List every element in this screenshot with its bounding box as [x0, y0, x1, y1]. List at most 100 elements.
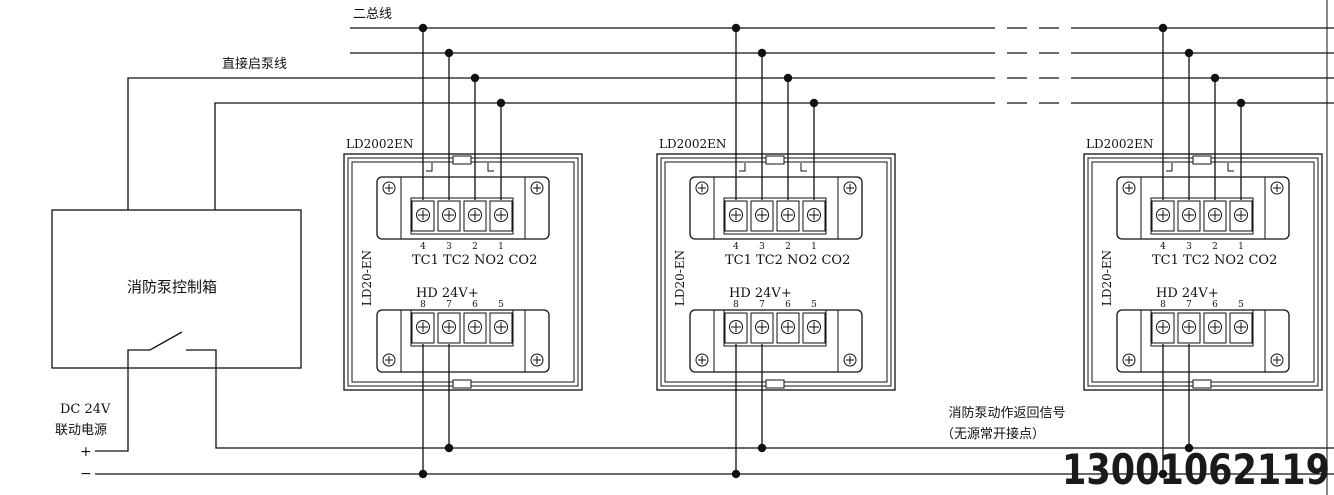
mount-screw-icon [382, 181, 396, 195]
bottom-terminal-block [376, 309, 550, 373]
junction-dot [1158, 469, 1168, 479]
mount-screw-cross [1273, 184, 1281, 192]
terminal-cell [489, 200, 513, 232]
mount-screw-icon [843, 353, 857, 367]
terminal-cell [802, 200, 826, 232]
terminal-number-bottom: 6 [785, 300, 791, 310]
feedback-label-line2: （无源常开接点） [941, 426, 1045, 442]
terminal-number-bottom: 6 [472, 300, 478, 310]
terminal-screw-icon [1208, 208, 1222, 222]
module-outer-frame [1083, 153, 1323, 391]
terminal-screw-icon [807, 208, 821, 222]
pump-start-switch [127, 331, 217, 374]
pump-line-a [127, 77, 350, 210]
terminal-screw-icon [729, 320, 743, 334]
terminal-cell [1151, 200, 1175, 232]
terminal-screw-cross [783, 210, 793, 220]
module-notch-bottom [1192, 379, 1212, 389]
terminal-strip [1150, 197, 1254, 235]
mount-screw-icon [843, 181, 857, 195]
terminal-divider [400, 177, 526, 239]
junction-dot [731, 23, 741, 33]
top-terminal-block [376, 176, 550, 240]
module-outer-frame [656, 153, 896, 391]
bottom-terminal-block [1116, 309, 1290, 373]
terminal-cell [437, 312, 461, 344]
bus-wires [95, 27, 1334, 475]
terminal-screw-cross [783, 322, 793, 332]
mount-screw-icon [1122, 353, 1136, 367]
mount-screw-cross [846, 356, 854, 364]
terminal-screw-cross [496, 210, 506, 220]
module-notch-bottom [452, 379, 472, 389]
junction-dot [1158, 23, 1168, 33]
terminal-screw-cross [757, 322, 767, 332]
mount-screw-cross [698, 184, 706, 192]
feedback-label-line1: 消防泵动作返回信号 [948, 405, 1065, 421]
terminal-number-bottom: 5 [498, 300, 504, 310]
terminal-names-top: TC1 TC2 NO2 CO2 [725, 253, 850, 268]
mount-screw-icon [695, 181, 709, 195]
junction-dots [418, 23, 1246, 479]
mount-screw-cross [1273, 356, 1281, 364]
terminal-cell [437, 200, 461, 232]
plus-sign: + [80, 444, 92, 460]
mount-screw-icon [1122, 181, 1136, 195]
terminal-divider [713, 177, 839, 239]
module-frame-2 [660, 157, 892, 387]
terminal-divider [1140, 310, 1266, 372]
terminal-number-bottom: 7 [446, 300, 452, 310]
terminal-screw-icon [781, 208, 795, 222]
module-side-label: LD20-EN [360, 250, 374, 306]
power-plus-line [215, 374, 1334, 449]
terminal-number-top: 3 [446, 242, 452, 252]
terminal-screw-icon [781, 320, 795, 334]
mount-screw-icon [1270, 353, 1284, 367]
minus-sign: − [80, 466, 92, 482]
terminal-number-top: 4 [1160, 242, 1166, 252]
mount-screw-cross [698, 356, 706, 364]
terminal-screw-icon [1156, 320, 1170, 334]
terminal-cell [411, 312, 435, 344]
mount-screw-cross [1125, 356, 1133, 364]
terminal-screw-icon [494, 208, 508, 222]
terminal-screw-icon [1234, 208, 1248, 222]
terminal-number-bottom: 7 [1186, 300, 1192, 310]
terminal-screw-cross [1236, 210, 1246, 220]
module-frame-2 [1087, 157, 1319, 387]
power-label-line2: 联动电源 [55, 423, 107, 438]
terminal-cell [489, 312, 513, 344]
terminal-screw-icon [442, 208, 456, 222]
terminal-screw-icon [1182, 208, 1196, 222]
terminal-cell [411, 200, 435, 232]
terminal-cell [463, 200, 487, 232]
mount-screw-cross [385, 184, 393, 192]
terminal-number-top: 2 [785, 242, 791, 252]
junction-dot [444, 48, 454, 58]
terminal-screw-cross [1184, 210, 1194, 220]
terminal-screw-cross [444, 322, 454, 332]
module-model-label: LD2002EN [346, 137, 413, 151]
terminal-names-bottom: HD 24V+ [729, 286, 792, 301]
bus-label: 二总线 [353, 7, 392, 22]
mount-screw-icon [1270, 181, 1284, 195]
mount-screw-cross [533, 356, 541, 364]
terminal-number-bottom: 7 [759, 300, 765, 310]
terminal-number-bottom: 6 [1212, 300, 1218, 310]
terminal-screw-cross [1210, 322, 1220, 332]
module-clip [739, 163, 807, 172]
top-terminal-block [1116, 176, 1290, 240]
terminal-cell [724, 200, 748, 232]
terminal-cell [750, 200, 774, 232]
top-terminal-block [689, 176, 863, 240]
terminal-cell [776, 312, 800, 344]
module-frame-3 [664, 161, 888, 383]
terminal-screw-icon [468, 208, 482, 222]
terminal-number-top: 2 [1212, 242, 1218, 252]
terminal-screw-icon [755, 208, 769, 222]
terminal-housing [1116, 176, 1290, 240]
terminal-screw-icon [1208, 320, 1222, 334]
terminal-number-top: 2 [472, 242, 478, 252]
module-frame-3 [351, 161, 575, 383]
